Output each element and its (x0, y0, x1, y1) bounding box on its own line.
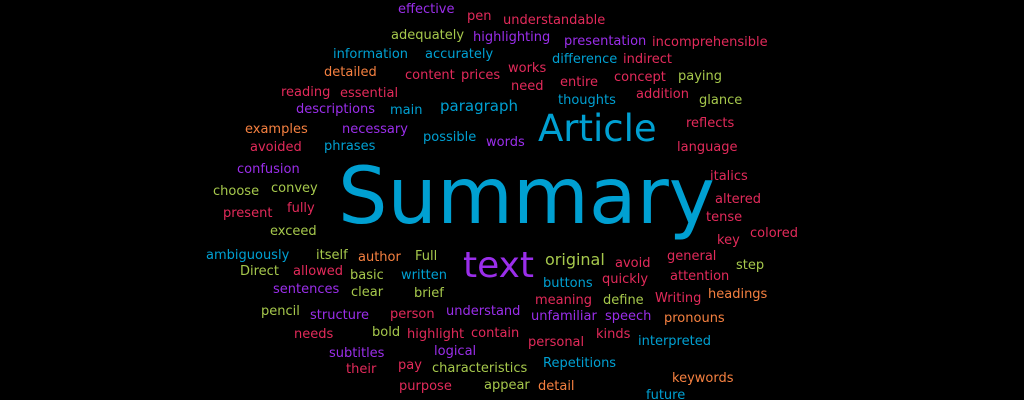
word-logical: logical (434, 344, 477, 359)
word-possible: possible (423, 130, 477, 145)
word-subtitles: subtitles (329, 346, 385, 361)
word-essential: essential (340, 86, 399, 101)
word-words: words (486, 135, 525, 150)
word-reflects: reflects (686, 116, 735, 131)
word-avoid: avoid (615, 256, 651, 271)
word-quickly: quickly (602, 272, 649, 287)
word-article: Article (538, 107, 657, 150)
word-present: present (223, 206, 273, 221)
word-information: information (333, 47, 409, 62)
word-highlight: highlight (407, 327, 465, 342)
word-detail: detail (538, 379, 575, 394)
word-written: written (401, 268, 448, 283)
word-content: content (405, 68, 455, 83)
word-brief: brief (414, 286, 444, 301)
word-headings: headings (708, 287, 768, 302)
word-presentation: presentation (564, 34, 647, 49)
word-original: original (545, 250, 605, 269)
word-paying: paying (678, 69, 723, 84)
word-full: Full (415, 249, 438, 264)
word-italics: italics (710, 169, 748, 184)
word-key: key (717, 233, 740, 248)
word-glance: glance (699, 93, 743, 108)
word-define: define (603, 293, 644, 308)
word-pronouns: pronouns (664, 311, 725, 326)
word-summary: Summary (338, 152, 715, 242)
word-necessary: necessary (342, 122, 408, 137)
word-need: need (511, 79, 544, 94)
word-convey: convey (271, 181, 318, 196)
word-their: their (346, 362, 377, 377)
word-ambiguously: ambiguously (206, 248, 290, 263)
word-incomprehensible: incomprehensible (652, 35, 768, 50)
word-contain: contain (471, 326, 520, 341)
word-pay: pay (398, 358, 422, 373)
word-speech: speech (605, 309, 652, 324)
word-understand: understand (446, 304, 521, 319)
word-interpreted: interpreted (638, 334, 711, 349)
word-colored: colored (750, 226, 798, 241)
word-sentences: sentences (273, 282, 340, 297)
word-pen: pen (467, 9, 492, 24)
word-prices: prices (461, 68, 501, 83)
word-tense: tense (706, 210, 743, 225)
word-structure: structure (310, 308, 369, 323)
word-clear: clear (351, 285, 384, 300)
word-person: person (390, 307, 435, 322)
word-choose: choose (213, 184, 260, 199)
word-reading: reading (281, 85, 331, 100)
word-buttons: buttons (543, 276, 593, 291)
word-indirect: indirect (623, 52, 673, 67)
word-repetitions: Repetitions (543, 356, 617, 371)
word-meaning: meaning (535, 293, 592, 308)
word-understandable: understandable (503, 13, 606, 28)
word-attention: attention (670, 269, 730, 284)
word-concept: concept (614, 70, 666, 85)
word-pencil: pencil (261, 304, 300, 319)
word-kinds: kinds (596, 327, 631, 342)
word-language: language (677, 140, 738, 155)
word-phrases: phrases (324, 139, 376, 154)
word-future: future (646, 388, 686, 400)
word-highlighting: highlighting (473, 30, 551, 45)
word-exceed: exceed (270, 224, 317, 239)
word-entire: entire (560, 75, 599, 90)
word-allowed: allowed (293, 264, 344, 279)
word-confusion: confusion (237, 162, 300, 177)
word-addition: addition (636, 87, 689, 102)
word-step: step (736, 258, 765, 273)
word-appear: appear (484, 378, 530, 393)
word-effective: effective (398, 2, 455, 17)
word-direct: Direct (240, 264, 279, 279)
word-fully: fully (287, 201, 315, 216)
word-general: general (667, 249, 717, 264)
word-difference: difference (552, 52, 618, 67)
word-unfamiliar: unfamiliar (531, 309, 597, 324)
word-author: author (358, 250, 401, 265)
word-paragraph: paragraph (440, 97, 518, 115)
word-bold: bold (372, 325, 401, 340)
word-works: works (508, 61, 547, 76)
word-personal: personal (528, 335, 585, 350)
word-avoided: avoided (250, 140, 302, 155)
word-needs: needs (294, 327, 334, 342)
word-itself: itself (316, 248, 348, 263)
word-writing: Writing (655, 291, 702, 306)
word-descriptions: descriptions (296, 102, 376, 117)
word-basic: basic (350, 268, 384, 283)
word-detailed: detailed (324, 65, 377, 80)
word-text: text (463, 245, 535, 286)
word-purpose: purpose (399, 379, 452, 394)
word-accurately: accurately (425, 47, 494, 62)
word-examples: examples (245, 122, 308, 137)
word-keywords: keywords (672, 371, 734, 386)
word-thoughts: thoughts (558, 93, 616, 108)
word-main: main (390, 103, 423, 118)
word-altered: altered (715, 192, 761, 207)
word-characteristics: characteristics (432, 361, 528, 376)
word-adequately: adequately (391, 28, 465, 43)
